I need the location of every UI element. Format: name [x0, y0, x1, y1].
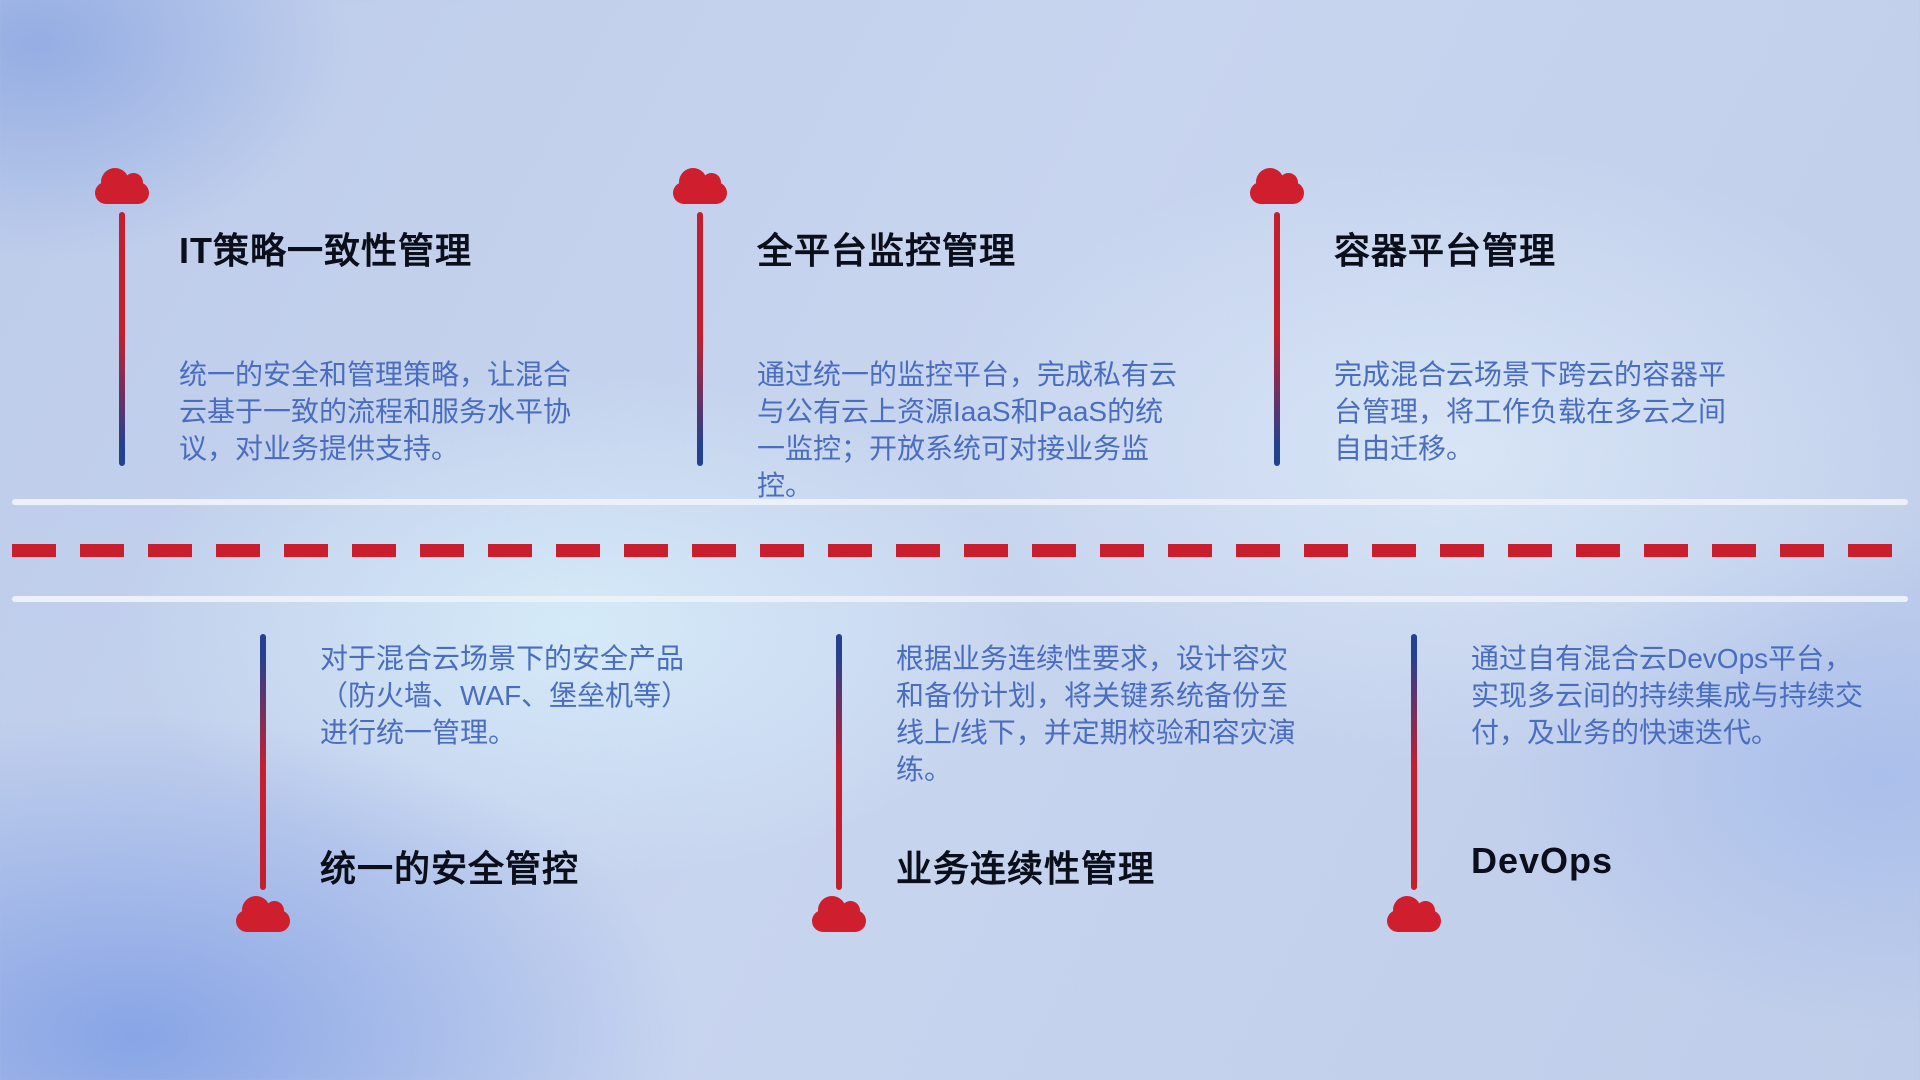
capability-devops: 通过自有混合云DevOps平台，实现多云间的持续集成与持续交付，及业务的快速迭代… [1387, 628, 1920, 968]
capability-description: 通过统一的监控平台，完成私有云与公有云上资源IaaS和PaaS的统一监控；开放系… [757, 359, 1178, 501]
capability-title: 容器平台管理 [1334, 230, 1557, 271]
capability-description: 完成混合云场景下跨云的容器平台管理，将工作负载在多云之间自由迁移。 [1334, 359, 1727, 464]
cloud-icon [1387, 896, 1441, 932]
capability-title: 全平台监控管理 [757, 230, 1017, 271]
capability-platform-monitoring: 全平台监控管理 通过统一的监控平台，完成私有云与公有云上资源IaaS和PaaS的… [673, 168, 1218, 618]
capability-description: 通过自有混合云DevOps平台，实现多云间的持续集成与持续交付，及业务的快速迭代… [1471, 643, 1864, 748]
capability-description: 根据业务连续性要求，设计容灾和备份计划，将关键系统备份至线上/线下，并定期校验和… [896, 643, 1296, 785]
connector-line [1411, 634, 1417, 890]
capability-title: DevOps [1471, 840, 1614, 881]
capability-description: 统一的安全和管理策略，让混合云基于一致的流程和服务水平协议，对业务提供支持。 [179, 359, 572, 464]
cloud-icon [95, 168, 149, 204]
capability-business-continuity: 根据业务连续性要求，设计容灾和备份计划，将关键系统备份至线上/线下，并定期校验和… [812, 628, 1357, 968]
divider-solid-bottom [12, 596, 1908, 602]
divider-dashed-red [12, 544, 1908, 557]
connector-line [697, 212, 703, 466]
capability-description: 对于混合云场景下的安全产品（防火墙、WAF、堡垒机等）进行统一管理。 [320, 643, 690, 748]
cloud-icon [673, 168, 727, 204]
cloud-icon [812, 896, 866, 932]
capability-it-policy: IT策略一致性管理 统一的安全和管理策略，让混合云基于一致的流程和服务水平协议，… [95, 168, 640, 618]
connector-line [260, 634, 266, 890]
connector-line [836, 634, 842, 890]
capability-title: IT策略一致性管理 [179, 230, 472, 271]
capability-title: 业务连续性管理 [896, 848, 1156, 889]
cloud-icon [1250, 168, 1304, 204]
connector-line [1274, 212, 1280, 466]
capability-unified-security: 对于混合云场景下的安全产品（防火墙、WAF、堡垒机等）进行统一管理。 统一的安全… [236, 628, 781, 968]
divider-solid-top [12, 499, 1908, 505]
cloud-icon [236, 896, 290, 932]
capability-container-platform: 容器平台管理 完成混合云场景下跨云的容器平台管理，将工作负载在多云之间自由迁移。 [1250, 168, 1795, 618]
connector-line [119, 212, 125, 466]
capability-title: 统一的安全管控 [320, 848, 580, 889]
